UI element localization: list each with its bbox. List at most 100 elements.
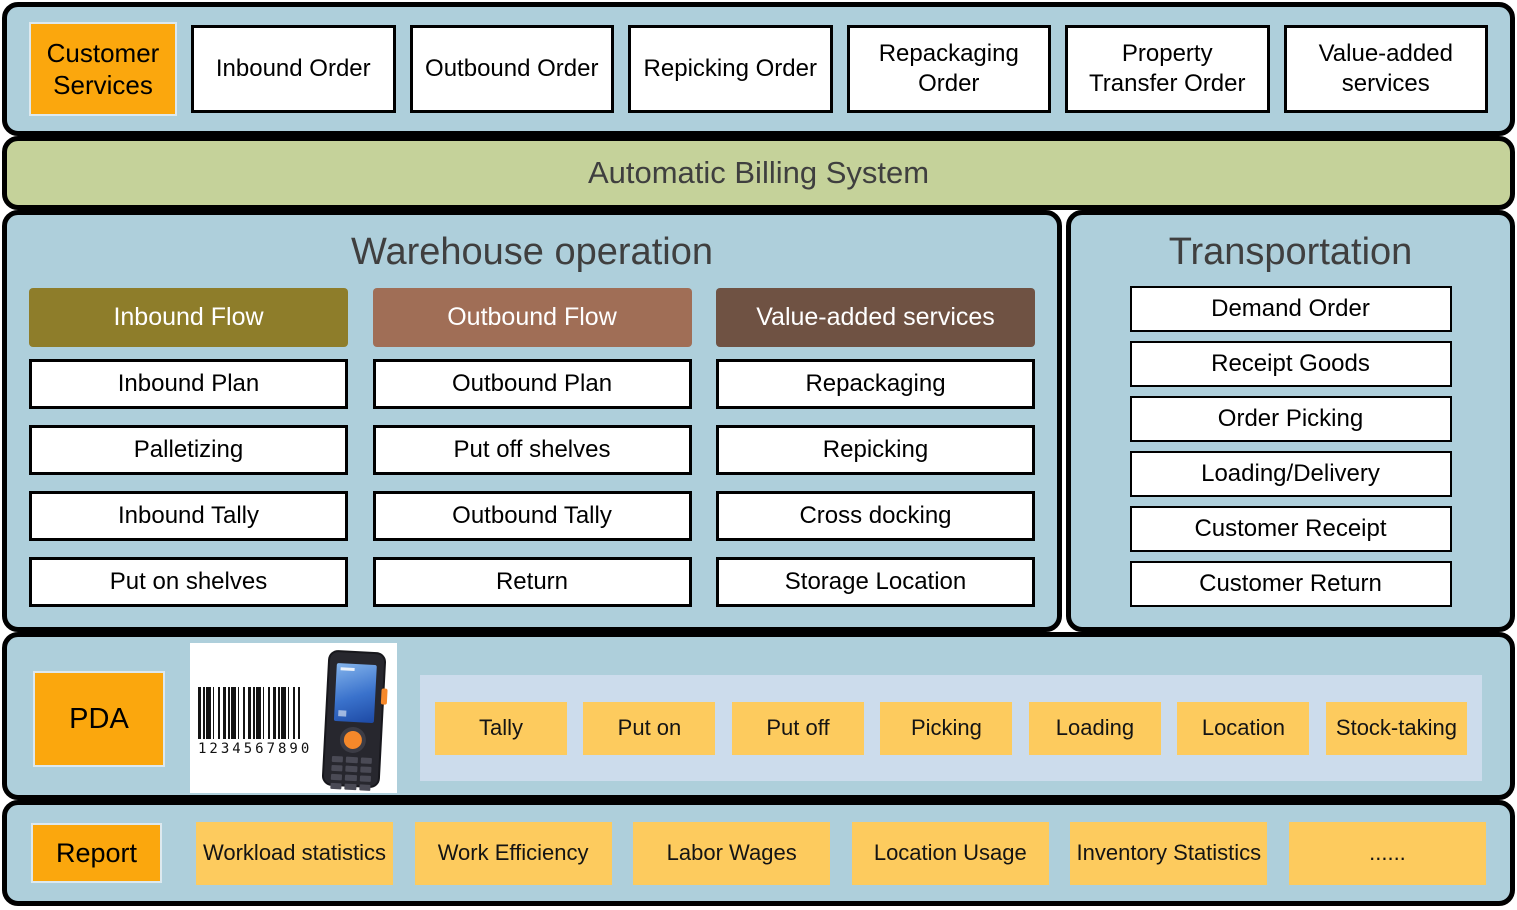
node-label: Put off: [766, 715, 830, 740]
report-band: Report Workload statistics Work Efficien…: [2, 800, 1515, 906]
node-repackaging: Repackaging: [716, 359, 1035, 409]
node-label: Put off shelves: [453, 436, 611, 463]
pda-device-image: [321, 649, 388, 792]
node-inbound-order: Inbound Order: [191, 25, 396, 113]
node-return: Return: [372, 557, 692, 607]
pda-photo: 1234567890: [190, 643, 397, 793]
node-label: Outbound Order: [425, 55, 599, 82]
node-label: Labor Wages: [666, 840, 797, 866]
node-label: Customer Return: [1199, 570, 1382, 597]
node-label: Loading/Delivery: [1201, 460, 1380, 487]
barcode-number: 1234567890: [198, 741, 313, 757]
node-label: Work Efficiency: [437, 840, 589, 866]
node-outbound-order: Outbound Order: [409, 25, 614, 113]
node-label: Palletizing: [133, 436, 244, 463]
node-label: Inventory Statistics: [1076, 840, 1262, 866]
node-label: Return: [495, 568, 569, 595]
report-location-usage: Location Usage: [851, 821, 1049, 885]
pda-functions-panel: Tally Put on Put off Picking Loading Loc…: [420, 675, 1482, 781]
node-label: Cross docking: [799, 502, 952, 529]
pda-function-stock-taking: Stock-taking: [1325, 701, 1467, 755]
column-header-label: Inbound Flow: [113, 303, 264, 331]
automatic-billing-bar: Automatic Billing System: [2, 136, 1515, 210]
customer-services-label: Customer Services: [46, 37, 160, 101]
pda-function-tally: Tally: [435, 701, 567, 755]
node-label: Stock-taking: [1335, 715, 1457, 740]
customer-services-band: Customer Services Inbound Order Outbound…: [2, 2, 1515, 136]
node-label: Storage Location: [784, 568, 967, 595]
pda-device-dpad: [339, 726, 367, 754]
customer-services-label-box: Customer Services: [29, 22, 177, 116]
report-more: ......: [1288, 821, 1486, 885]
node-label: Repackaging: [805, 370, 946, 397]
inbound-flow-header: Inbound Flow: [29, 288, 348, 347]
node-label: Loading: [1055, 715, 1135, 740]
node-label: Order Picking: [1217, 405, 1364, 432]
pda-device-screen: [333, 663, 377, 724]
node-label: Picking: [910, 715, 982, 740]
node-put-on-shelves: Put on shelves: [29, 557, 348, 607]
node-label: ......: [1369, 840, 1406, 866]
node-repicking: Repicking: [716, 425, 1035, 475]
billing-bar-title: Automatic Billing System: [587, 155, 930, 190]
node-loading-delivery: Loading/Delivery: [1129, 451, 1452, 497]
node-cross-docking: Cross docking: [716, 491, 1035, 541]
node-customer-receipt: Customer Receipt: [1129, 506, 1452, 552]
pda-function-put-on: Put on: [583, 701, 716, 755]
node-palletizing: Palletizing: [29, 425, 348, 475]
pda-function-put-off: Put off: [731, 701, 864, 755]
node-repackaging-order: Repackaging Order: [846, 25, 1051, 113]
node-storage-location: Storage Location: [716, 557, 1035, 607]
node-value-added-services: Value-added services: [1283, 25, 1488, 113]
node-label: Property Transfer Order: [1089, 40, 1246, 97]
node-label: Repicking: [822, 436, 929, 463]
transportation-panel-title: Transportation: [1168, 231, 1413, 273]
pda-label: PDA: [69, 702, 129, 735]
report-label: Report: [55, 837, 138, 868]
value-added-header: Value-added services: [716, 288, 1035, 347]
outbound-flow-column: Outbound Flow Outbound Plan Put off shel…: [372, 288, 692, 623]
warehouse-operation-panel: Warehouse operation Inbound Flow Inbound…: [2, 210, 1062, 632]
node-label: Value-added services: [1318, 40, 1453, 97]
node-customer-return: Customer Return: [1129, 561, 1452, 607]
node-label: Put on: [617, 715, 682, 740]
warehouse-panel-title: Warehouse operation: [351, 231, 713, 273]
column-header-label: Outbound Flow: [447, 303, 617, 331]
pda-device-side-button: [380, 688, 388, 705]
report-inventory-statistics: Inventory Statistics: [1070, 821, 1268, 885]
node-label: Customer Receipt: [1194, 515, 1387, 542]
node-inbound-tally: Inbound Tally: [29, 491, 348, 541]
node-outbound-plan: Outbound Plan: [372, 359, 692, 409]
node-label: Put on shelves: [109, 568, 268, 595]
pda-device-keypad: [323, 755, 379, 792]
pda-band: PDA 1234567890 Tally Put on: [2, 632, 1515, 800]
node-demand-order: Demand Order: [1129, 286, 1452, 332]
inbound-flow-column: Inbound Flow Inbound Plan Palletizing In…: [29, 288, 348, 623]
transportation-panel: Transportation Demand Order Receipt Good…: [1066, 210, 1515, 632]
value-added-column: Value-added services Repackaging Repicki…: [716, 288, 1035, 623]
report-work-efficiency: Work Efficiency: [414, 821, 612, 885]
outbound-flow-header: Outbound Flow: [372, 288, 692, 347]
node-label: Location Usage: [873, 840, 1027, 866]
node-label: Repicking Order: [643, 55, 817, 82]
node-label: Workload statistics: [203, 840, 386, 866]
warehouse-columns: Inbound Flow Inbound Plan Palletizing In…: [7, 288, 1057, 623]
pda-label-box: PDA: [33, 671, 165, 767]
node-label: Tally: [478, 715, 523, 740]
pda-function-location: Location: [1177, 701, 1310, 755]
node-repicking-order: Repicking Order: [628, 25, 833, 113]
node-label: Repackaging Order: [878, 40, 1019, 97]
report-labor-wages: Labor Wages: [633, 821, 831, 885]
node-label: Demand Order: [1211, 295, 1370, 322]
column-header-label: Value-added services: [756, 303, 995, 331]
node-label: Inbound Plan: [117, 370, 260, 397]
transportation-list: Demand Order Receipt Goods Order Picking…: [1129, 286, 1452, 616]
node-label: Location: [1201, 715, 1286, 740]
node-label: Outbound Tally: [452, 502, 612, 529]
node-label: Receipt Goods: [1211, 350, 1370, 377]
report-workload-statistics: Workload statistics: [196, 821, 393, 885]
node-inbound-plan: Inbound Plan: [29, 359, 348, 409]
pda-function-picking: Picking: [880, 701, 1013, 755]
report-items: Workload statistics Work Efficiency Labo…: [196, 821, 1486, 885]
pda-function-loading: Loading: [1028, 701, 1161, 755]
